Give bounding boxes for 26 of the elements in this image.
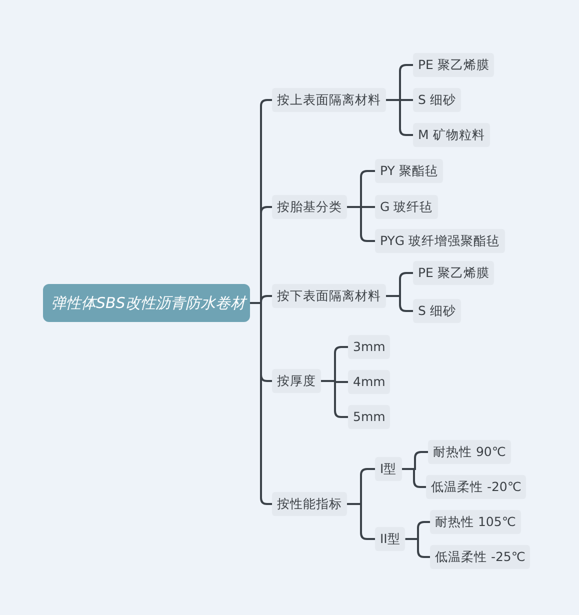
subtopic-box: S 细砂 bbox=[413, 88, 461, 112]
subtopic-box: PE 聚乙烯膜 bbox=[413, 53, 494, 77]
central-topic-box: 弹性体SBS改性沥青防水卷材 bbox=[43, 284, 250, 322]
subtopic-box: II型 bbox=[375, 527, 406, 551]
subtopic-box: 按下表面隔离材料 bbox=[272, 284, 386, 308]
subtopic-box: 按胎基分类 bbox=[272, 195, 347, 219]
subtopic-box: 按上表面隔离材料 bbox=[272, 88, 386, 112]
connector-line bbox=[386, 295, 413, 312]
subtopic-box: 低温柔性 -25℃ bbox=[430, 545, 530, 569]
subtopic-box: PE 聚乙烯膜 bbox=[413, 261, 494, 285]
subtopic-box: 按厚度 bbox=[272, 369, 321, 393]
subtopic-box: 按性能指标 bbox=[272, 492, 347, 516]
subtopic-box: 耐热性 105℃ bbox=[430, 510, 521, 534]
subtopic-box: I型 bbox=[375, 457, 402, 481]
subtopic-box: 低温柔性 -20℃ bbox=[426, 475, 526, 499]
subtopic-box: 4mm bbox=[348, 370, 390, 394]
subtopic-box: 3mm bbox=[348, 335, 390, 359]
subtopic-box: 耐热性 90℃ bbox=[428, 440, 511, 464]
subtopic-box: 5mm bbox=[348, 405, 390, 429]
subtopic-box: PYG 玻纤增强聚酯毡 bbox=[375, 229, 505, 253]
subtopic-box: G 玻纤毡 bbox=[375, 195, 438, 219]
subtopic-box: PY 聚酯毡 bbox=[375, 159, 443, 183]
subtopic-box: M 矿物粒料 bbox=[413, 123, 490, 147]
connector-line bbox=[402, 468, 426, 488]
subtopic-box: S 细砂 bbox=[413, 299, 461, 323]
connector-line bbox=[405, 538, 430, 558]
